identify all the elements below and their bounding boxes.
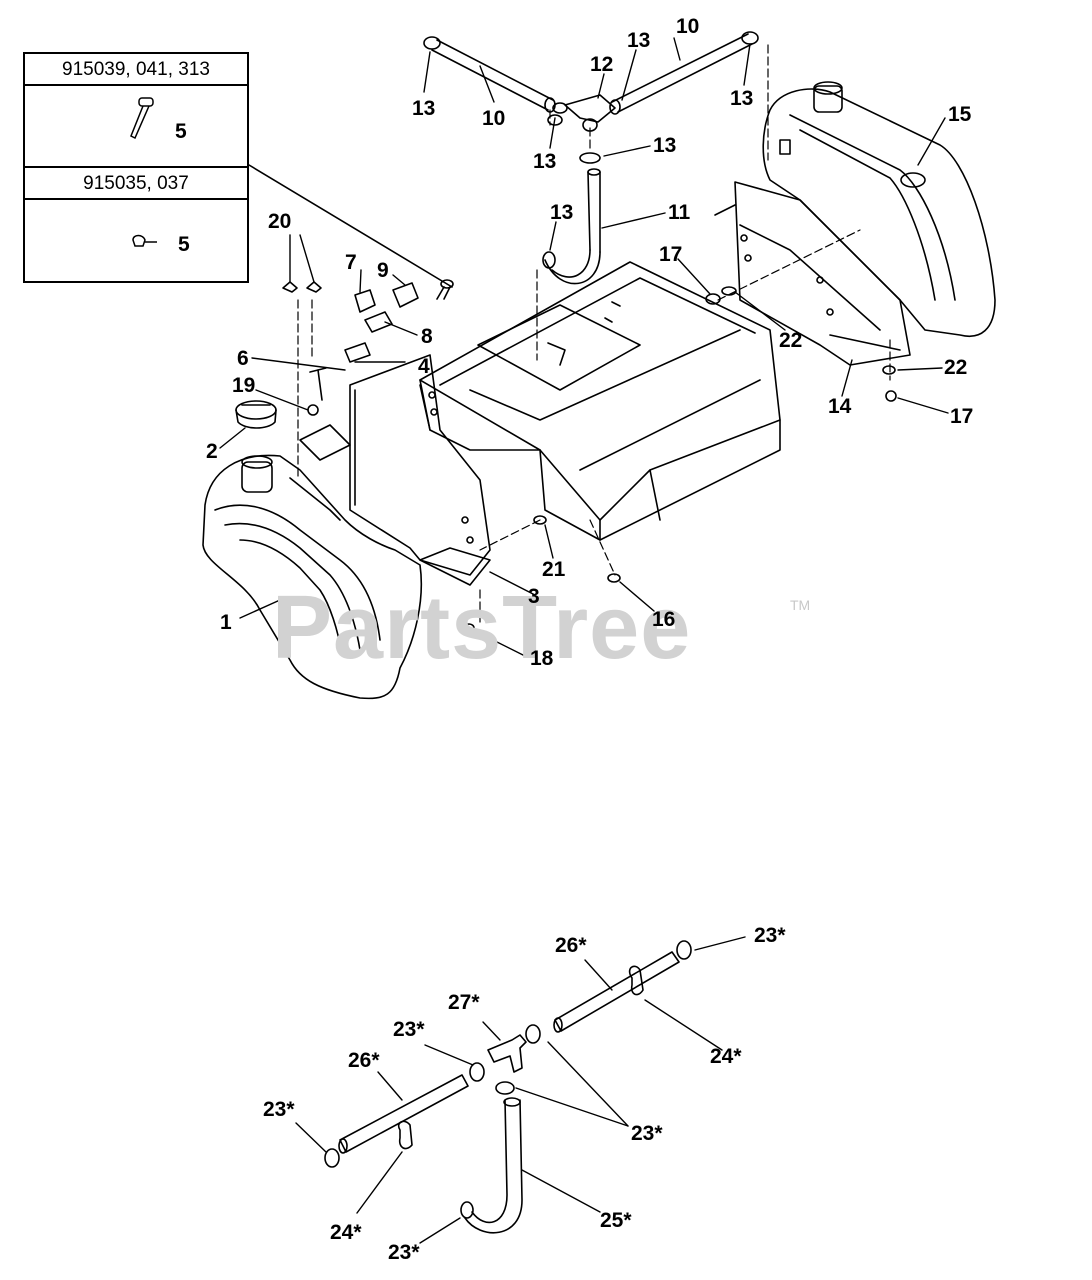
- right-fender-tank: [762, 81, 996, 337]
- callout-24: 24*: [330, 1221, 362, 1244]
- callout-15: 15: [948, 103, 972, 126]
- callout-11: 11: [668, 201, 691, 224]
- inset-callout-5-b: 5: [178, 233, 190, 256]
- callout-18: 18: [530, 647, 554, 670]
- leader-lines-lower: [295, 936, 746, 1244]
- fuel-cap-part-2: [235, 400, 277, 429]
- callout-23: 23*: [631, 1122, 663, 1145]
- callout-12: 12: [590, 53, 614, 76]
- leader-lines-top: [219, 37, 949, 657]
- callout-10: 10: [676, 15, 700, 38]
- callout-20: 20: [268, 210, 292, 233]
- inset-model-group-2: 915035, 037: [25, 168, 247, 200]
- callout-17: 17: [659, 243, 683, 266]
- callout-13: 13: [653, 134, 677, 157]
- inset-clip-icon: [132, 234, 157, 247]
- callout-9: 9: [377, 259, 389, 282]
- callout-3: 3: [528, 585, 540, 608]
- callout-16: 16: [652, 608, 676, 631]
- inset-divider: [25, 166, 247, 168]
- callout-13: 13: [412, 97, 436, 120]
- hardware-parts: [282, 281, 897, 633]
- callout-13: 13: [533, 150, 557, 173]
- partstree-watermark: PartsTree: [272, 578, 692, 678]
- callout-2: 2: [206, 440, 218, 463]
- alignment-lines: [297, 44, 891, 626]
- callout-21: 21: [542, 558, 566, 581]
- part-5-pin: [436, 279, 454, 300]
- model-variant-inset: 915039, 041, 313 915035, 037 5 5: [23, 52, 249, 283]
- callout-7: 7: [345, 251, 357, 274]
- lower-fuel-line-assembly: [324, 940, 692, 1234]
- upper-fuel-lines: [423, 31, 759, 285]
- callout-24: 24*: [710, 1045, 742, 1068]
- callout-23: 23*: [263, 1098, 295, 1121]
- callout-1: 1: [220, 611, 232, 634]
- right-frame-bracket: [714, 181, 911, 366]
- callout-27: 27*: [448, 991, 480, 1014]
- callout-22: 22: [944, 356, 968, 379]
- left-frame-bracket: [299, 354, 491, 586]
- callout-13: 13: [627, 29, 651, 52]
- inset-model-group-1: 915039, 041, 313: [25, 54, 247, 86]
- callout-13: 13: [550, 201, 574, 224]
- trademark-symbol: TM: [790, 597, 811, 613]
- inset-callout-5-a: 5: [175, 120, 187, 143]
- center-frame: [419, 261, 781, 541]
- callout-14: 14: [828, 395, 852, 418]
- callout-22: 22: [779, 329, 803, 352]
- callout-6: 6: [237, 347, 249, 370]
- callout-23: 23*: [393, 1018, 425, 1041]
- callout-4: 4: [418, 355, 430, 378]
- inset-leader-line: [248, 164, 453, 288]
- left-fender: [202, 454, 423, 700]
- callout-25: 25*: [600, 1209, 632, 1232]
- callout-19: 19: [232, 374, 256, 397]
- callout-8: 8: [421, 325, 433, 348]
- callout-17: 17: [950, 405, 974, 428]
- callout-26: 26*: [348, 1049, 380, 1072]
- callout-23: 23*: [388, 1241, 420, 1264]
- inset-pin-icon: [130, 97, 154, 140]
- callout-26: 26*: [555, 934, 587, 957]
- callout-13: 13: [730, 87, 754, 110]
- callout-23: 23*: [754, 924, 786, 947]
- callout-10: 10: [482, 107, 506, 130]
